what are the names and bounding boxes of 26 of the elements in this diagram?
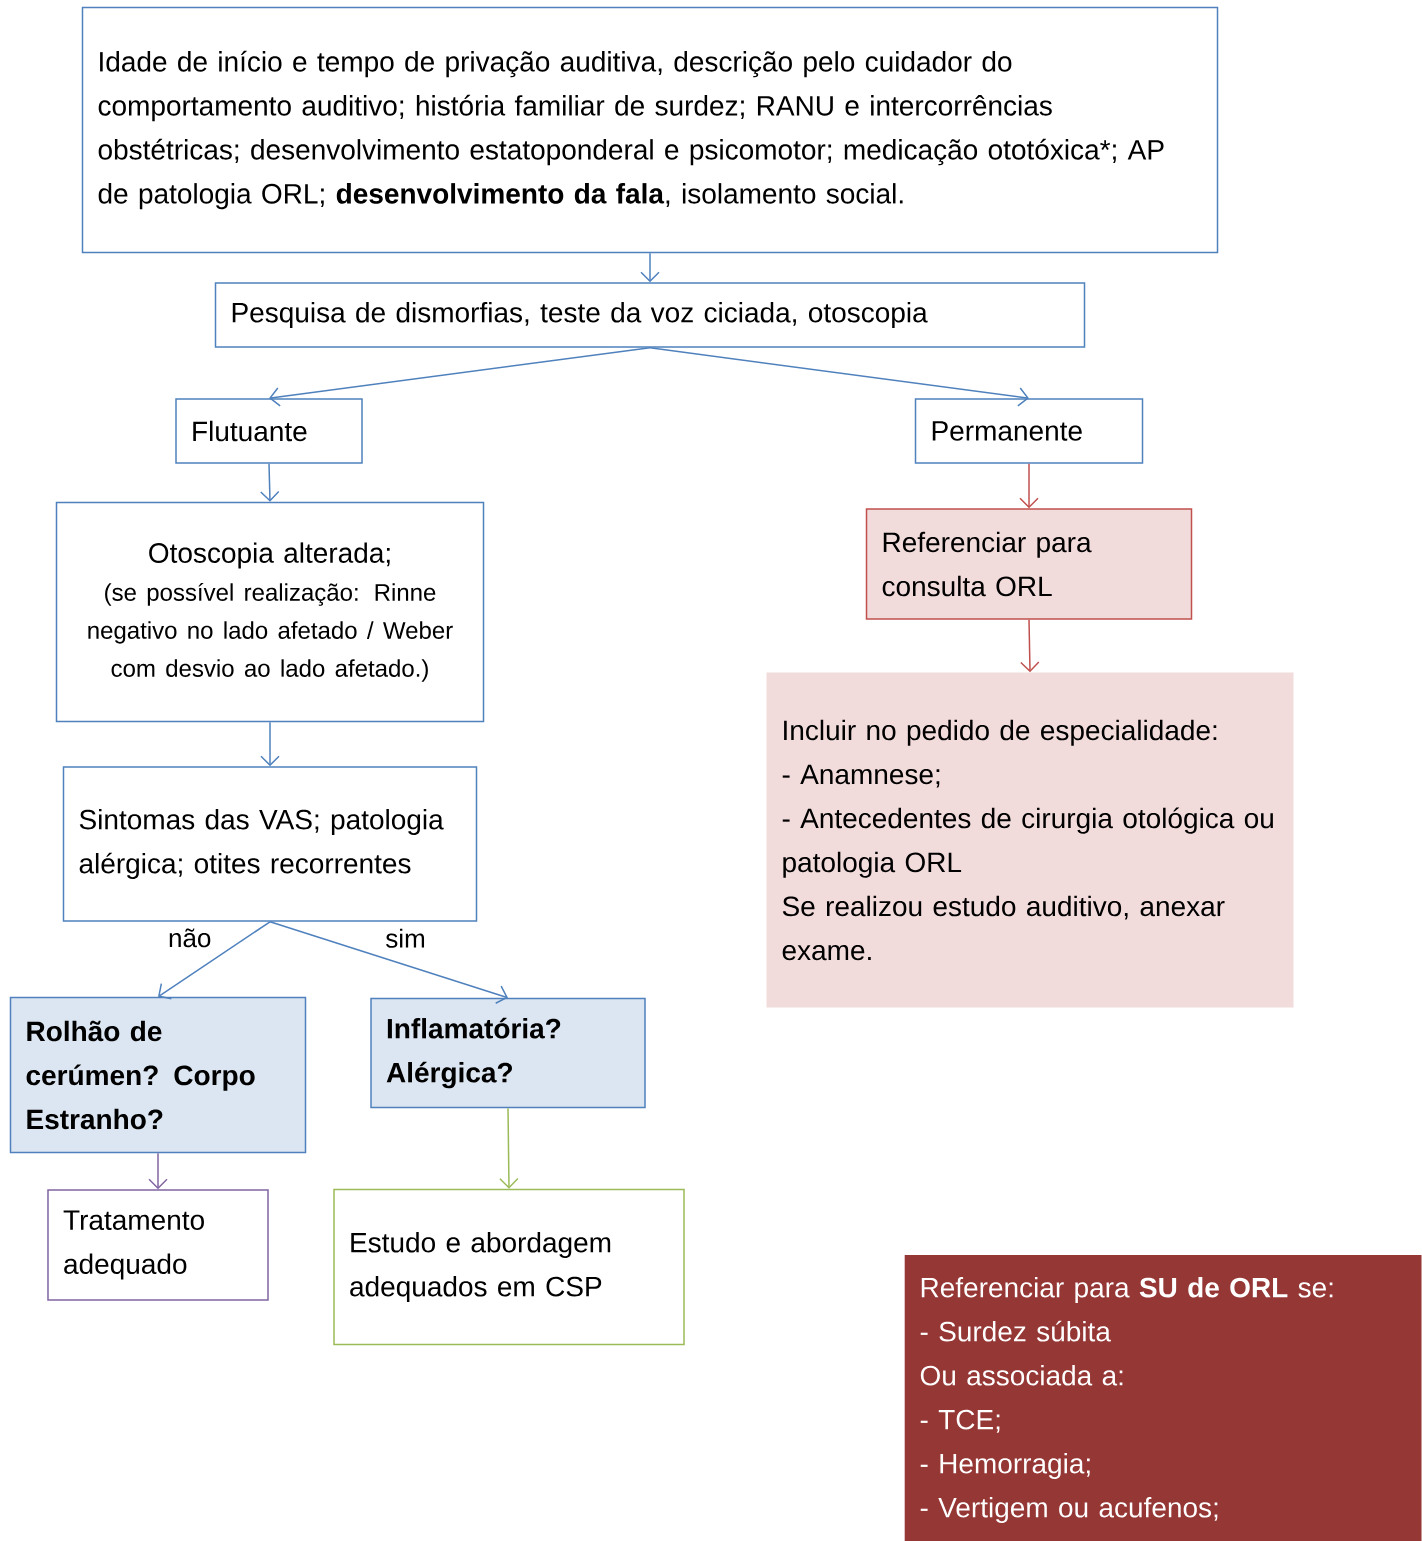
process-box: Referenciar para consulta ORL bbox=[865, 508, 1193, 620]
arrow bbox=[640, 252, 660, 283]
arrow bbox=[269, 921, 508, 1004]
arrow bbox=[158, 921, 271, 1000]
arrow bbox=[269, 347, 651, 407]
question-box: Rolhão de cerúmen? Corpo Estranho? bbox=[9, 996, 307, 1154]
edge-label: sim bbox=[383, 926, 428, 950]
arrow bbox=[260, 721, 280, 767]
process-box: Otoscopia alterada; (se possível realização: Rinne negativo no lado afetado / Weber com desvio ao lado afetado.) bbox=[55, 501, 485, 723]
arrow bbox=[148, 1152, 168, 1190]
arrow bbox=[1020, 619, 1040, 673]
process-box: Sintomas das VAS; patologia alérgica; otites recorrentes bbox=[62, 766, 478, 922]
process-box: Idade de início e tempo de privação auditiva, descrição pelo cuidador do comportamento auditivo; história familiar de surdez; RANU e intercorrências obstétricas; desenvolvimento estatoponderal e psicomotor; medicação ototóxica*; AP de patologia ORL; desenvolvimento da fala, isolamento social. bbox=[81, 6, 1219, 254]
process-box: Tratamento adequado bbox=[47, 1189, 269, 1301]
process-box: Pesquisa de dismorfias, teste da voz ciciada, otoscopia bbox=[214, 282, 1086, 348]
question-box: Inflamatória? Alérgica? bbox=[370, 997, 646, 1109]
arrow bbox=[499, 1107, 519, 1189]
process-box: Flutuante bbox=[175, 398, 363, 464]
process-box: Estudo e abordagem adequados em CSP bbox=[333, 1188, 685, 1346]
alert-box: Referenciar para SU de ORL se: - Surdez súbita Ou associada a: - TCE; - Hemorragia; - Vertigem ou acufenos; bbox=[904, 1255, 1422, 1541]
arrow bbox=[1019, 463, 1039, 509]
arrow bbox=[260, 463, 280, 502]
process-box: Permanente bbox=[914, 398, 1144, 464]
note-box: Incluir no pedido de especialidade: - Anamnese; - Antecedentes de cirurgia otológica ou patologia ORL Se realizou estudo auditivo, anexar exame. bbox=[766, 672, 1294, 1008]
edge-label: não bbox=[166, 926, 214, 950]
arrow bbox=[649, 347, 1029, 407]
